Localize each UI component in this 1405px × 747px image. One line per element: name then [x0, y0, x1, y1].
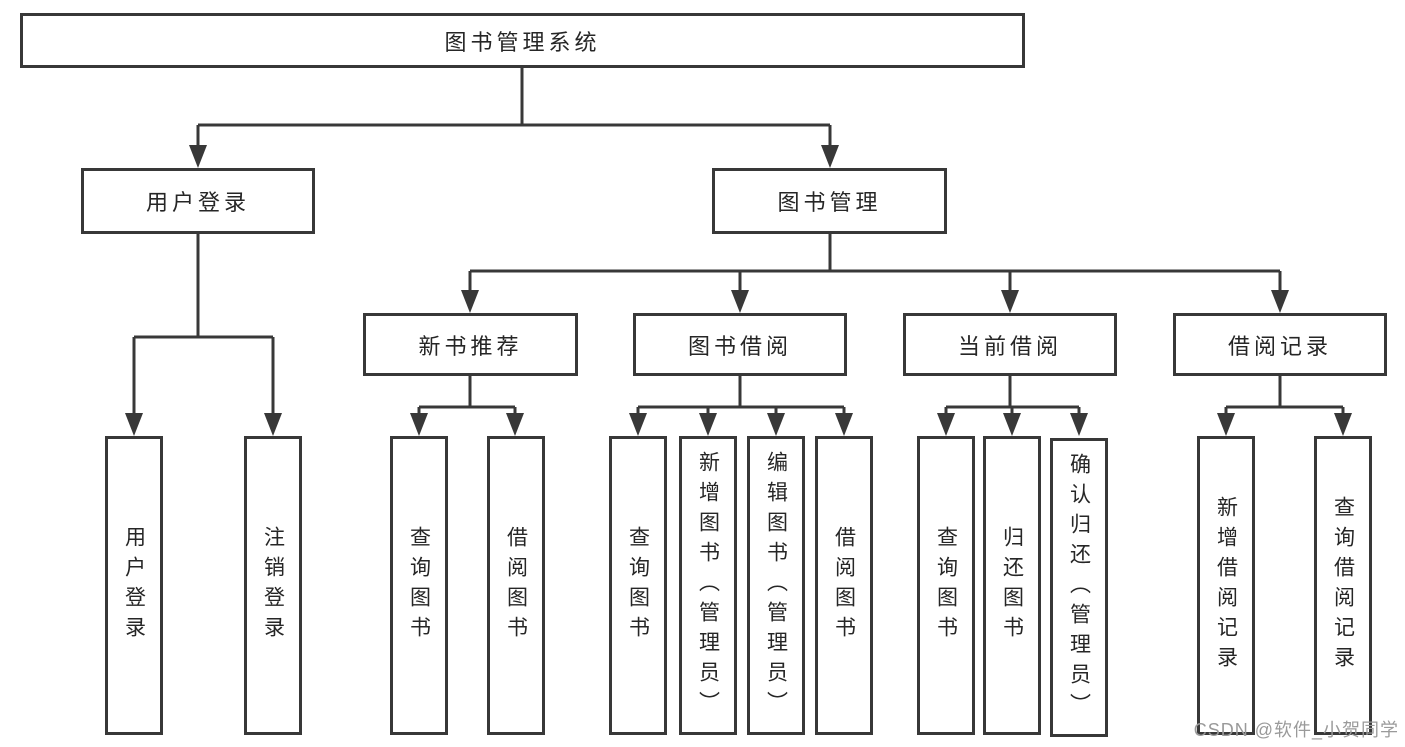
arrow-down-icon	[410, 413, 428, 436]
node-label: 编辑图书（管理员）	[764, 450, 788, 721]
csdn-watermark: CSDN @软件_小贺同学	[1193, 720, 1399, 740]
arrow-down-icon	[1070, 413, 1088, 436]
leaf-borrow-books-recommend: 借阅图书	[487, 436, 545, 735]
node-user-login: 用户登录	[81, 168, 315, 234]
leaf-add-borrow-record: 新增借阅记录	[1197, 436, 1255, 735]
connector-lines	[132, 68, 1345, 418]
arrowheads	[125, 145, 1352, 436]
arrow-down-icon	[629, 413, 647, 436]
node-new-book-recommend: 新书推荐	[363, 313, 578, 376]
arrow-down-icon	[937, 413, 955, 436]
arrow-down-icon	[189, 145, 207, 168]
node-label: 当前借阅	[957, 333, 1062, 359]
node-label: 注销登录	[261, 525, 285, 646]
arrow-down-icon	[1217, 413, 1235, 436]
arrow-down-icon	[835, 413, 853, 436]
leaf-logout: 注销登录	[244, 436, 302, 735]
node-borrowing-records: 借阅记录	[1173, 313, 1387, 376]
leaf-return-books: 归还图书	[983, 436, 1041, 735]
node-label: 确认归还（管理员）	[1067, 452, 1091, 723]
node-label: 查询图书	[934, 525, 958, 646]
arrow-down-icon	[506, 413, 524, 436]
arrow-down-icon	[821, 145, 839, 168]
node-label: 图书管理系统	[444, 29, 601, 55]
leaf-borrow-books: 借阅图书	[815, 436, 873, 735]
node-label: 图书管理	[777, 190, 882, 215]
node-label: 借阅图书	[832, 525, 856, 646]
leaf-add-books-admin: 新增图书（管理员）	[679, 436, 737, 735]
node-label: 归还图书	[1000, 525, 1024, 646]
arrow-down-icon	[767, 413, 785, 436]
arrow-down-icon	[461, 290, 479, 313]
leaf-query-books-current: 查询图书	[917, 436, 975, 735]
arrow-down-icon	[699, 413, 717, 436]
leaf-confirm-return-admin: 确认归还（管理员）	[1050, 438, 1108, 737]
node-label: 用户登录	[145, 190, 250, 215]
node-label: 借阅记录	[1227, 333, 1332, 359]
node-library-management-system: 图书管理系统	[20, 13, 1025, 68]
leaf-query-books-borrow: 查询图书	[609, 436, 667, 735]
arrow-down-icon	[731, 290, 749, 313]
node-label: 用户登录	[122, 525, 146, 646]
node-label: 借阅图书	[504, 525, 528, 646]
arrow-down-icon	[1334, 413, 1352, 436]
leaf-user-login: 用户登录	[105, 436, 163, 735]
node-label: 查询图书	[626, 525, 650, 646]
leaf-query-books-recommend: 查询图书	[390, 436, 448, 735]
node-label: 新书推荐	[418, 333, 523, 359]
arrow-down-icon	[1001, 290, 1019, 313]
arrow-down-icon	[1271, 290, 1289, 313]
leaf-query-borrow-record: 查询借阅记录	[1314, 436, 1372, 735]
node-label: 查询借阅记录	[1331, 495, 1355, 676]
arrow-down-icon	[1003, 413, 1021, 436]
node-label: 新增借阅记录	[1214, 495, 1238, 676]
node-label: 新增图书（管理员）	[696, 450, 720, 721]
arrow-down-icon	[125, 413, 143, 436]
node-current-borrowing: 当前借阅	[903, 313, 1117, 376]
node-book-management: 图书管理	[712, 168, 947, 234]
leaf-edit-books-admin: 编辑图书（管理员）	[747, 436, 805, 735]
node-label: 查询图书	[407, 525, 431, 646]
node-label: 图书借阅	[687, 333, 792, 359]
node-book-borrowing: 图书借阅	[633, 313, 847, 376]
arrow-down-icon	[264, 413, 282, 436]
